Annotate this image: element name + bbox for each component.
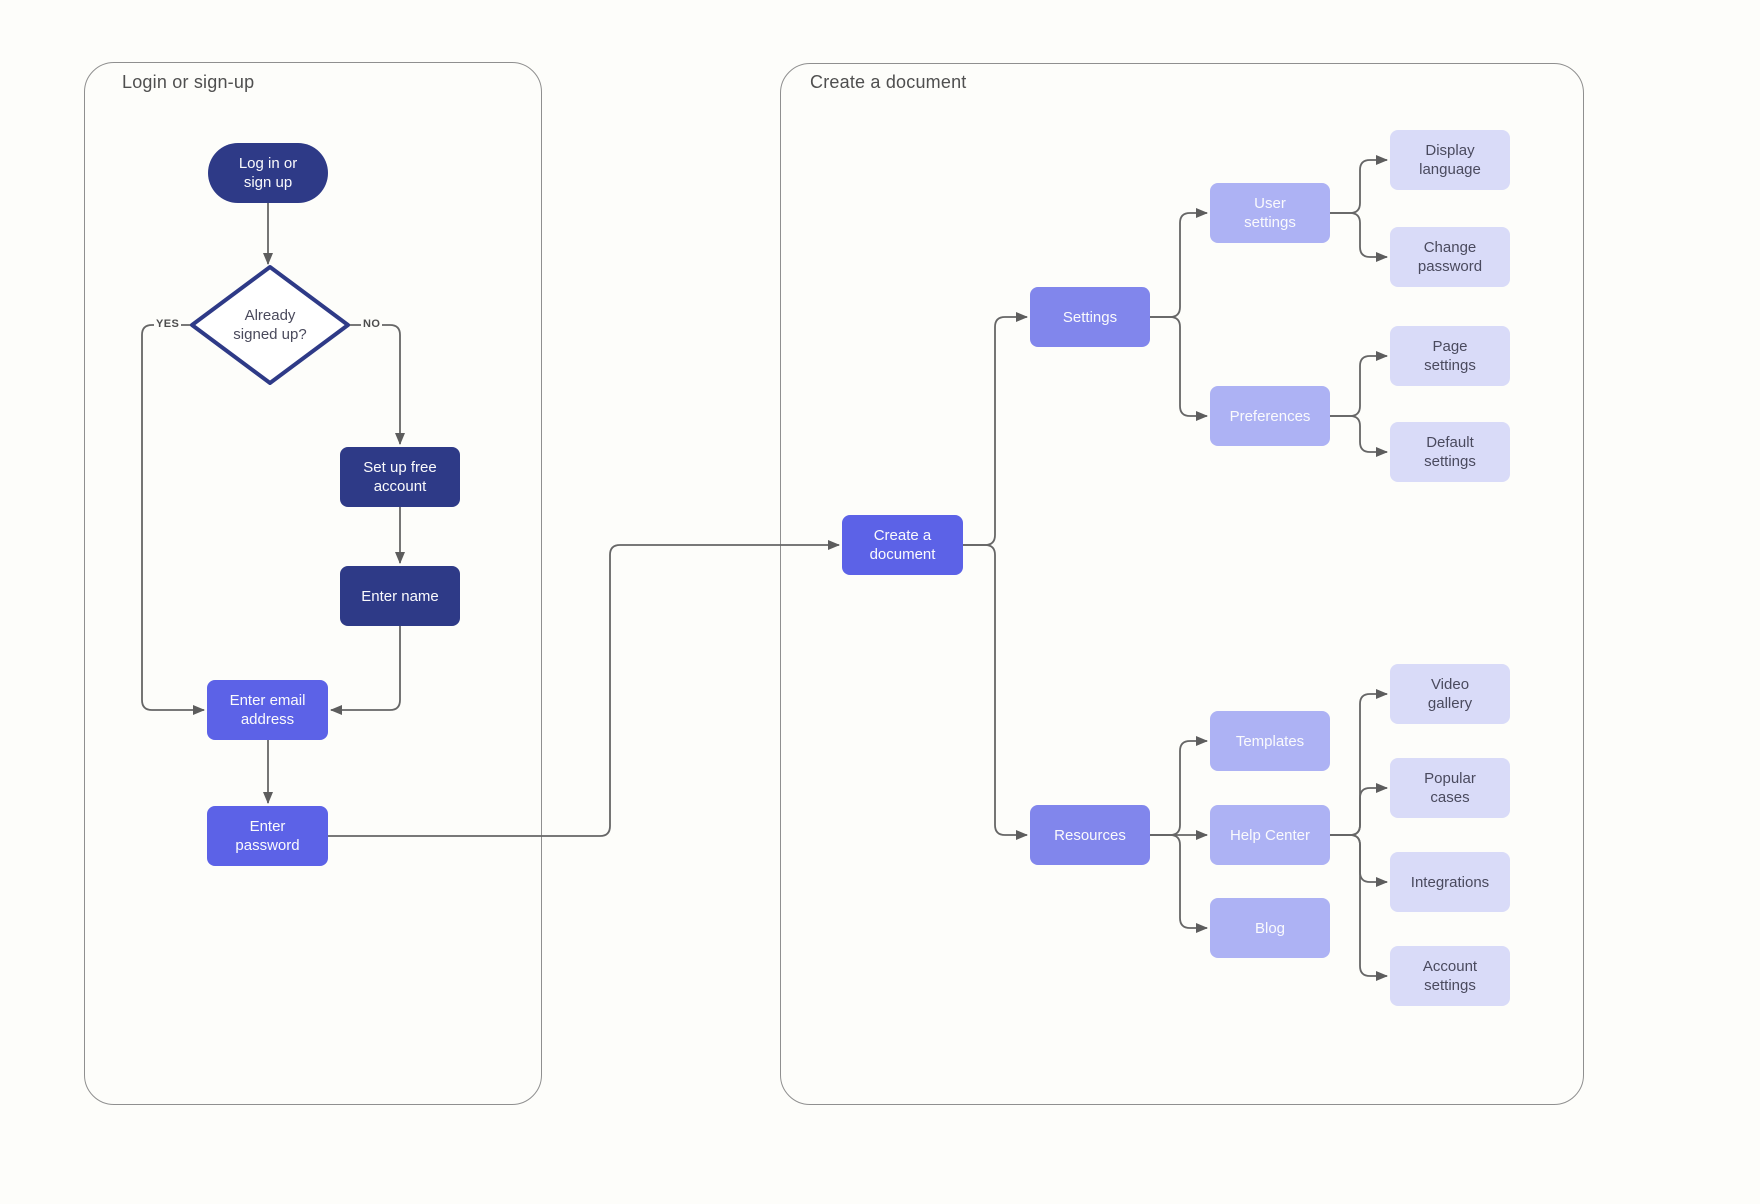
branch-label-no: NO [361, 318, 383, 330]
node-enter-email[interactable]: Enter email address [207, 680, 328, 740]
node-video-gallery-label: Video gallery [1427, 676, 1473, 712]
node-enter-name-label: Enter name [361, 587, 439, 605]
decision-diamond-shape[interactable] [190, 265, 350, 385]
node-decision-label: Already signed up? [233, 307, 307, 343]
edge-name-to-email [330, 626, 401, 715]
node-help-center-label: Help Center [1229, 826, 1311, 844]
node-blog-label: Blog [1254, 919, 1286, 937]
edge-password-to-create-document [328, 540, 840, 837]
node-login-start[interactable]: Log in or sign up [208, 143, 328, 203]
node-preferences[interactable]: Preferences [1210, 386, 1330, 446]
node-integrations[interactable]: Integrations [1390, 852, 1510, 912]
node-popular-cases[interactable]: Popular cases [1390, 758, 1510, 818]
node-enter-name[interactable]: Enter name [340, 566, 460, 626]
node-enter-email-label: Enter email address [229, 692, 306, 728]
node-preferences-label: Preferences [1229, 407, 1311, 425]
node-templates[interactable]: Templates [1210, 711, 1330, 771]
node-create-document[interactable]: Create a document [842, 515, 963, 575]
branch-label-yes: YES [154, 318, 182, 330]
node-page-settings-label: Page settings [1424, 338, 1476, 374]
edge-help-center-to-popular-cases [1330, 783, 1388, 836]
edge-help-center-to-account-settings [1330, 834, 1388, 981]
container-create-a-document[interactable] [780, 63, 1584, 1105]
edge-resources-to-blog [1150, 834, 1208, 933]
node-user-settings-label: User settings [1244, 195, 1296, 231]
node-resources[interactable]: Resources [1030, 805, 1150, 865]
node-default-settings-label: Default settings [1424, 434, 1476, 470]
edge-create-to-resources [963, 544, 1028, 840]
node-enter-password[interactable]: Enter password [207, 806, 328, 866]
node-account-settings[interactable]: Account settings [1390, 946, 1510, 1006]
edge-help-center-to-integrations [1330, 834, 1388, 887]
node-settings-label: Settings [1062, 308, 1118, 326]
edge-settings-to-user-settings [1150, 208, 1208, 318]
node-login-start-label: Log in or sign up [238, 155, 298, 191]
node-video-gallery[interactable]: Video gallery [1390, 664, 1510, 724]
edge-preferences-to-page-settings [1330, 351, 1388, 417]
edge-preferences-to-default-settings [1330, 415, 1388, 457]
node-setup-account-label: Set up free account [363, 459, 437, 495]
node-templates-label: Templates [1235, 732, 1305, 750]
edge-decision-no-to-setup [348, 324, 405, 445]
container-login-title: Login or sign-up [122, 72, 255, 92]
node-display-language-label: Display language [1419, 142, 1481, 178]
node-change-password-label: Change password [1417, 239, 1483, 275]
node-display-language[interactable]: Display language [1390, 130, 1510, 190]
edge-user-settings-to-display-language [1330, 155, 1388, 214]
node-integrations-label: Integrations [1410, 873, 1490, 891]
edge-user-settings-to-change-password [1330, 212, 1388, 262]
container-create-title: Create a document [810, 72, 967, 92]
node-page-settings[interactable]: Page settings [1390, 326, 1510, 386]
node-account-settings-label: Account settings [1422, 958, 1478, 994]
edge-settings-to-preferences [1150, 316, 1208, 421]
container-login-or-signup[interactable] [84, 62, 542, 1105]
node-create-document-label: Create a document [869, 527, 936, 563]
node-default-settings[interactable]: Default settings [1390, 422, 1510, 482]
node-change-password[interactable]: Change password [1390, 227, 1510, 287]
node-help-center[interactable]: Help Center [1210, 805, 1330, 865]
node-user-settings[interactable]: User settings [1210, 183, 1330, 243]
edge-create-to-settings [963, 312, 1028, 546]
edge-resources-to-templates [1150, 736, 1208, 836]
node-blog[interactable]: Blog [1210, 898, 1330, 958]
node-setup-account[interactable]: Set up free account [340, 447, 460, 507]
edge-help-center-to-video-gallery [1330, 689, 1388, 836]
node-settings[interactable]: Settings [1030, 287, 1150, 347]
node-enter-password-label: Enter password [235, 818, 300, 854]
node-resources-label: Resources [1054, 826, 1126, 844]
node-popular-cases-label: Popular cases [1424, 770, 1476, 806]
edge-decision-yes-to-email [141, 324, 205, 715]
